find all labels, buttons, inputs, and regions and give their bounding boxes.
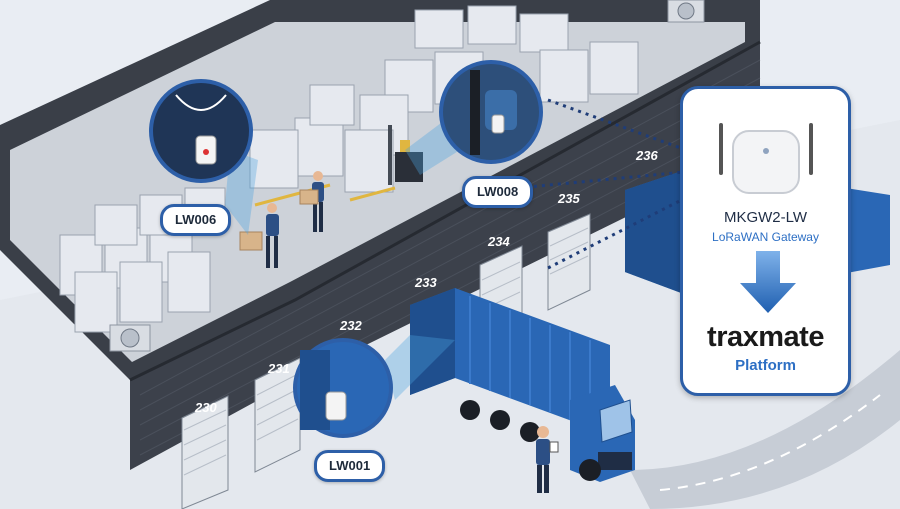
truck <box>410 288 635 482</box>
road-marking <box>659 394 881 491</box>
storage-racks <box>59 5 639 333</box>
gateway-type: LoRaWAN Gateway <box>712 230 819 244</box>
dock-number: 236 <box>635 148 658 163</box>
tag-label-lw001: LW001 <box>314 450 386 482</box>
lora-links <box>517 98 706 270</box>
workers <box>239 171 324 268</box>
dock-number: 232 <box>339 318 362 333</box>
dock-number: 233 <box>414 275 437 290</box>
roof-edge <box>129 40 761 382</box>
arrow-down-icon <box>740 251 796 313</box>
zoom-circle-lw008 <box>439 60 543 164</box>
dock-number: 231 <box>267 361 290 376</box>
dock-number: 234 <box>487 234 510 249</box>
roof-ac-unit <box>109 0 705 352</box>
worker-with-clipboard <box>536 426 559 493</box>
platform-label: Platform <box>735 357 796 374</box>
zoom-circle-lw001 <box>293 338 393 438</box>
zoom-beam <box>385 335 455 400</box>
road <box>630 350 900 509</box>
zoom-circle-lw006 <box>149 79 253 183</box>
gateway-panel: MKGW2-LW LoRaWAN Gateway traxmate Platfo… <box>680 86 851 396</box>
door-slats <box>183 227 589 476</box>
dock-number: 230 <box>194 400 217 415</box>
tag-label-lw008: LW008 <box>462 176 534 208</box>
dock-number: 235 <box>557 191 580 206</box>
platform-brand: traxmate <box>707 321 824 353</box>
forklift <box>388 125 423 185</box>
lorawan-gateway-device-icon <box>719 123 813 194</box>
tag-label-lw006: LW006 <box>160 204 232 236</box>
gateway-model: MKGW2-LW <box>723 209 808 226</box>
